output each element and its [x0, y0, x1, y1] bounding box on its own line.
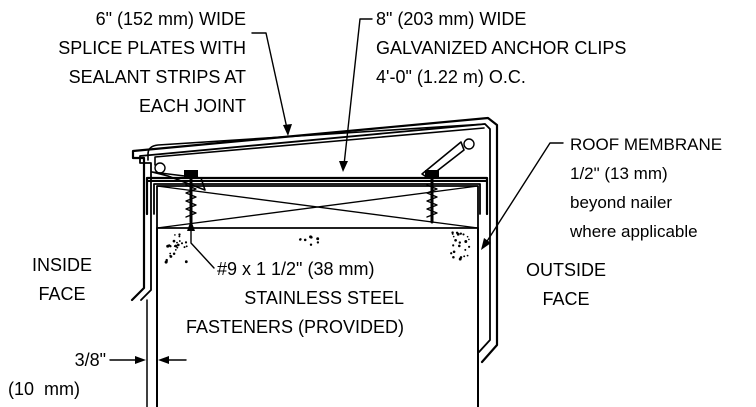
- gap-dimension-line-1: 3/8": [75, 350, 106, 370]
- stipple-dot: [468, 245, 471, 248]
- splice-plates-line-2: SPLICE PLATES WITH: [58, 38, 246, 58]
- stipple-dot: [172, 252, 176, 256]
- roof-membrane-line-2: 1/2" (13 mm): [570, 164, 668, 183]
- stipple-dot: [176, 246, 179, 249]
- stipple-dot: [185, 245, 188, 248]
- stipple-dot: [176, 243, 180, 247]
- stipple-dot: [316, 241, 320, 244]
- stipple-dot: [452, 255, 455, 259]
- stipple-dot: [309, 235, 313, 239]
- concrete-stipple: [164, 231, 471, 264]
- roof-membrane-line-4: where applicable: [569, 222, 698, 241]
- fasteners-line-3: FASTENERS (PROVIDED): [186, 317, 404, 337]
- leader-lines: [187, 18, 564, 269]
- stipple-dot: [466, 254, 469, 257]
- gap-dimension-line-2: (10 mm): [8, 379, 80, 399]
- splice-plates-line-3: SEALANT STRIPS AT: [69, 67, 246, 87]
- splice-plates-line-4: EACH JOINT: [139, 96, 246, 116]
- stipple-dot: [176, 241, 178, 244]
- inside-face-line-2: FACE: [38, 284, 85, 304]
- stipple-dot: [464, 248, 467, 251]
- stipple-dot: [452, 235, 455, 238]
- fastener-right: [425, 170, 439, 224]
- inside-face-line-1: INSIDE: [32, 255, 92, 275]
- stipple-dot: [178, 240, 181, 242]
- stipple-dot: [451, 232, 454, 235]
- fasteners-line-1: #9 x 1 1/2" (38 mm): [217, 259, 374, 279]
- fastener-left: [184, 170, 198, 224]
- stipple-dot: [174, 234, 176, 236]
- fasteners-line-2: STAINLESS STEEL: [244, 288, 404, 308]
- anchor-clips-line-1: 8" (203 mm) WIDE: [376, 9, 526, 29]
- stipple-dot: [454, 238, 457, 242]
- stipple-dot: [316, 237, 320, 241]
- coping-cap: [130, 116, 499, 364]
- stipple-dot: [309, 243, 313, 246]
- stipple-dot: [169, 252, 172, 255]
- gap-dimension-label: 3/8" (10 mm): [8, 350, 106, 399]
- anchor-clips-label: 8" (203 mm) WIDE GALVANIZED ANCHOR CLIPS…: [376, 9, 626, 87]
- stipple-dot: [455, 231, 459, 235]
- stipple-dot: [165, 260, 168, 263]
- splice-plates-line-1: 6" (152 mm) WIDE: [96, 9, 246, 29]
- stipple-dot: [180, 242, 184, 245]
- stipple-dot: [184, 241, 188, 244]
- outside-face-label: OUTSIDE FACE: [526, 260, 606, 309]
- anchor-clips-line-3: 4'-0" (1.22 m) O.C.: [376, 67, 526, 87]
- wood-nailer: [156, 185, 479, 229]
- anchor-clip: [145, 176, 489, 216]
- fasteners-label: #9 x 1 1/2" (38 mm) STAINLESS STEEL FAST…: [186, 259, 404, 337]
- stipple-dot: [168, 244, 171, 247]
- stipple-dot: [178, 233, 181, 236]
- stipple-dot: [174, 249, 177, 251]
- outside-face-line-1: OUTSIDE: [526, 260, 606, 280]
- gap-dimension: [109, 299, 187, 407]
- stipple-dot: [450, 252, 453, 255]
- stipple-dot: [458, 244, 461, 248]
- stipple-dot: [178, 235, 181, 238]
- outside-face-line-2: FACE: [542, 289, 589, 309]
- stipple-dot: [298, 238, 302, 241]
- stipple-dot: [466, 235, 469, 238]
- stipple-dot: [458, 257, 462, 261]
- anchor-clips-line-2: GALVANIZED ANCHOR CLIPS: [376, 38, 626, 58]
- stipple-dot: [468, 238, 470, 241]
- stipple-dot: [463, 255, 466, 258]
- splice-plates-label: 6" (152 mm) WIDE SPLICE PLATES WITH SEAL…: [58, 9, 246, 116]
- stipple-dot: [172, 239, 176, 243]
- stipple-dot: [462, 233, 465, 236]
- stipple-dot: [452, 250, 456, 254]
- inside-face-label: INSIDE FACE: [32, 255, 92, 304]
- stipple-dot: [464, 240, 468, 243]
- stipple-dot: [452, 244, 455, 247]
- roof-membrane-line-1: ROOF MEMBRANE: [570, 135, 722, 154]
- roof-membrane-line-3: beyond nailer: [570, 193, 672, 212]
- stipple-dot: [169, 255, 173, 258]
- stipple-dot: [173, 245, 176, 248]
- stipple-dot: [303, 238, 307, 242]
- roof-membrane-label: ROOF MEMBRANE 1/2" (13 mm) beyond nailer…: [569, 135, 722, 241]
- stipple-dot: [458, 241, 461, 244]
- stipple-dot: [183, 246, 186, 249]
- stipple-dot: [459, 232, 462, 235]
- wall: [156, 227, 479, 407]
- stipple-dot: [184, 260, 188, 264]
